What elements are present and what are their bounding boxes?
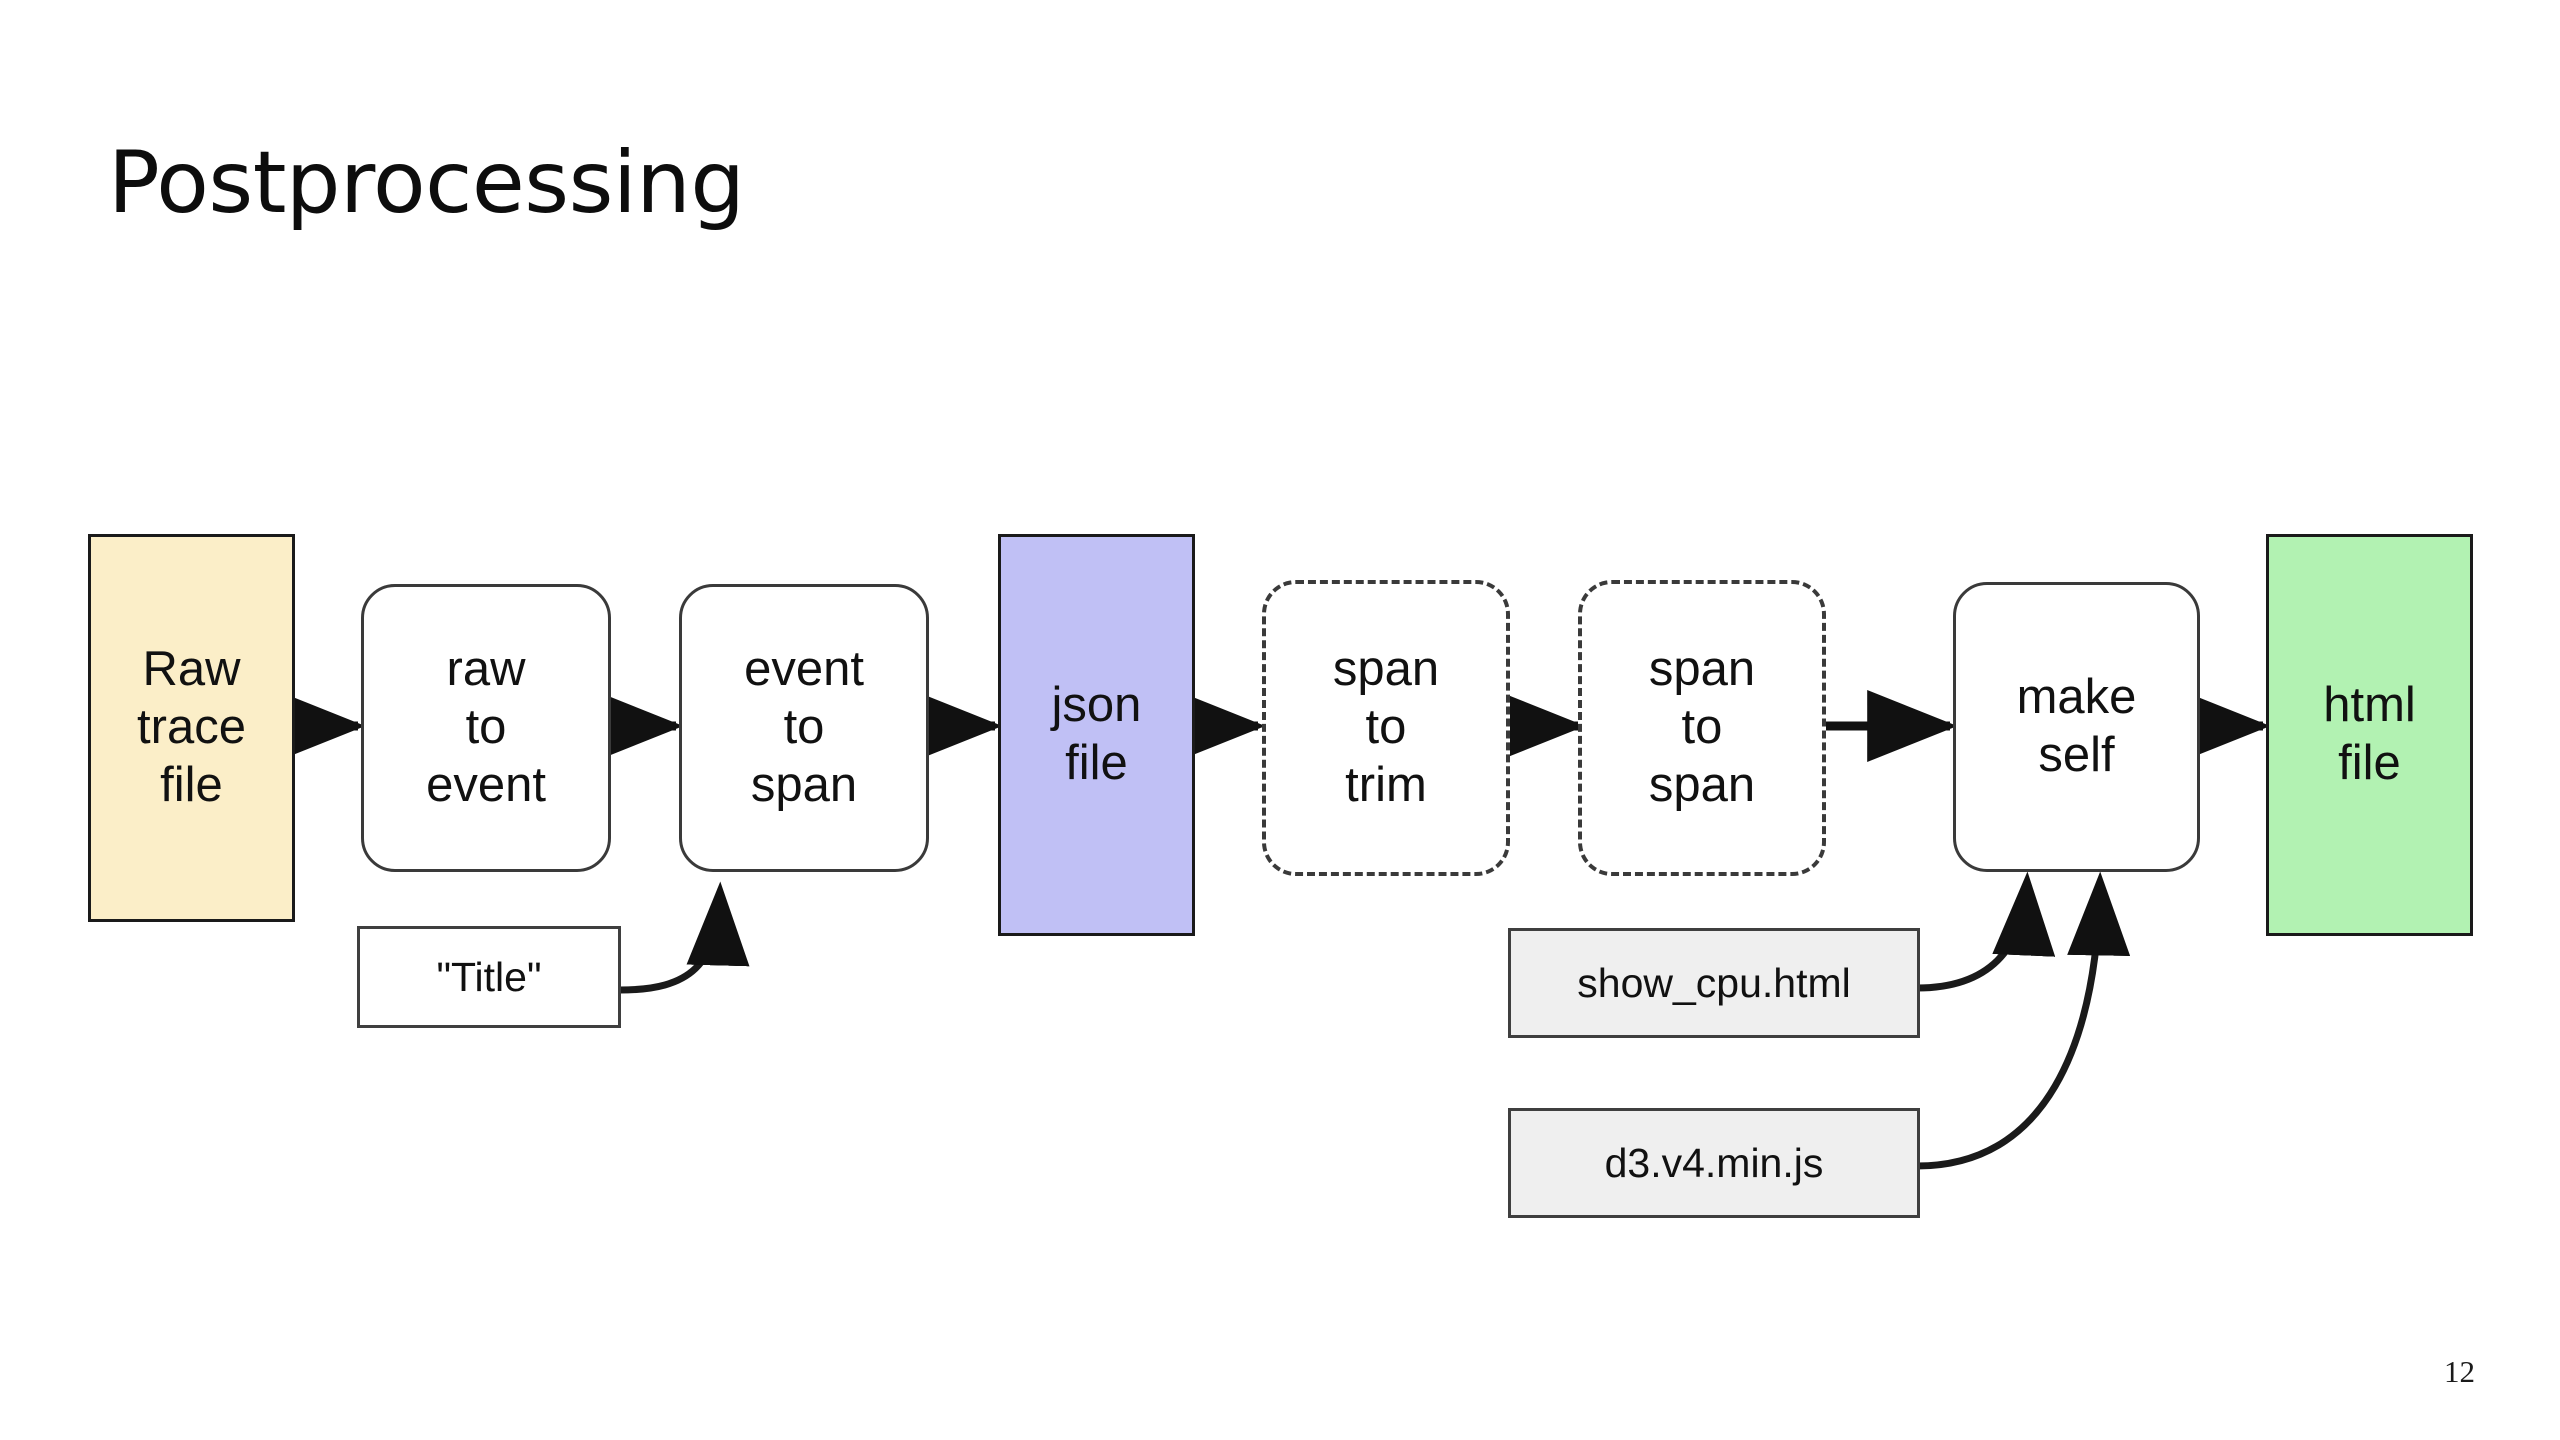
node-json-file-label: json file	[1051, 678, 1142, 790]
edge-d3-to-makeself	[1916, 871, 2131, 1170]
node-title-input-label: "Title"	[436, 953, 542, 1000]
page-number: 12	[2444, 1354, 2475, 1389]
node-show-cpu-html[interactable]: show_cpu.html	[1508, 928, 1920, 1038]
node-raw-trace-file-label: Raw trace file	[137, 642, 246, 812]
node-json-file[interactable]: json file	[998, 534, 1195, 936]
node-html-file-label: html file	[2323, 678, 2416, 790]
edge-showcpu-to-makeself	[1916, 871, 2056, 992]
node-raw-to-event-label: raw to event	[426, 642, 546, 812]
node-span-to-span[interactable]: span to span	[1578, 580, 1826, 876]
node-event-to-span[interactable]: event to span	[679, 584, 929, 872]
node-event-to-span-label: event to span	[744, 642, 864, 812]
node-make-self[interactable]: make self	[1953, 582, 2200, 872]
edge-title-to-eventtospan	[619, 881, 750, 994]
node-span-to-trim[interactable]: span to trim	[1262, 580, 1510, 876]
node-raw-to-event[interactable]: raw to event	[361, 584, 611, 872]
node-make-self-label: make self	[2016, 670, 2137, 782]
node-span-to-trim-label: span to trim	[1332, 642, 1440, 812]
node-show-cpu-html-label: show_cpu.html	[1577, 959, 1851, 1006]
page-title: Postprocessing	[108, 133, 745, 233]
node-html-file[interactable]: html file	[2266, 534, 2473, 936]
node-d3-min-js-label: d3.v4.min.js	[1604, 1139, 1824, 1186]
node-raw-trace-file[interactable]: Raw trace file	[88, 534, 295, 922]
node-span-to-span-label: span to span	[1648, 642, 1756, 812]
node-d3-min-js[interactable]: d3.v4.min.js	[1508, 1108, 1920, 1218]
node-title-input[interactable]: "Title"	[357, 926, 621, 1028]
